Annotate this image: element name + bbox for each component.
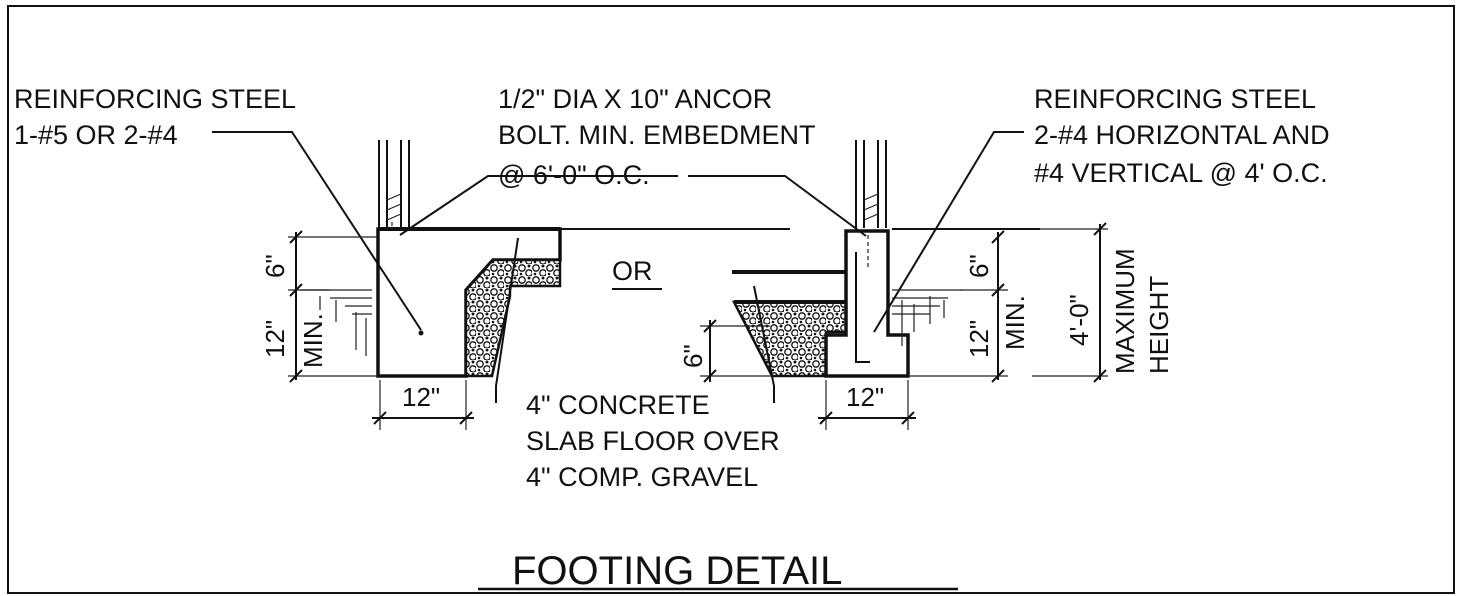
dimension-lines [288,222,1108,430]
right-rebar-note-line3: #4 VERTICAL @ 4' O.C. [1034,158,1328,188]
drawing-frame [7,5,1455,594]
right-footing [731,140,1040,378]
right-top-dimension: 6" [964,254,994,278]
left-depth-dimension: 12" [260,320,290,358]
right-rebar-note-line1: REINFORCING STEEL [1034,84,1316,114]
right-depth-dimension: 12" [964,320,994,358]
height-note-line2: HEIGHT [1144,276,1174,374]
or-label: OR [612,256,653,286]
anchor-bolt-note-line1: 1/2" DIA X 10" ANCOR [498,84,772,114]
slab-note-line2: SLAB FLOOR OVER [526,426,780,456]
height-dimension: 4'-0" [1064,294,1094,346]
left-rebar-note-line1: REINFORCING STEEL [14,84,296,114]
left-footing [300,140,790,378]
leader-lines [212,131,1024,403]
slab-note-line1: 4" CONCRETE [526,390,710,420]
drawing-title: FOOTING DETAIL [512,549,842,593]
slab-note-line3: 4" COMP. GRAVEL [526,462,758,492]
right-rebar-note-line2: 2-#4 HORIZONTAL AND [1034,120,1330,150]
left-depth-min-note: MIN. [298,313,328,368]
anchor-bolt-note-line3: @ 6'-0" O.C. [498,160,650,190]
left-top-dimension: 6" [260,254,290,278]
right-width-dimension: 12" [846,382,884,412]
left-rebar-note-line2: 1-#5 OR 2-#4 [14,120,178,150]
right-depth-min-note: MIN. [1000,295,1030,350]
left-width-dimension: 12" [402,382,440,412]
height-note-line1: MAXIMUM [1110,248,1140,374]
gravel-depth-dimension: 6" [678,344,708,368]
anchor-bolt-note-line2: BOLT. MIN. EMBEDMENT [498,120,816,150]
